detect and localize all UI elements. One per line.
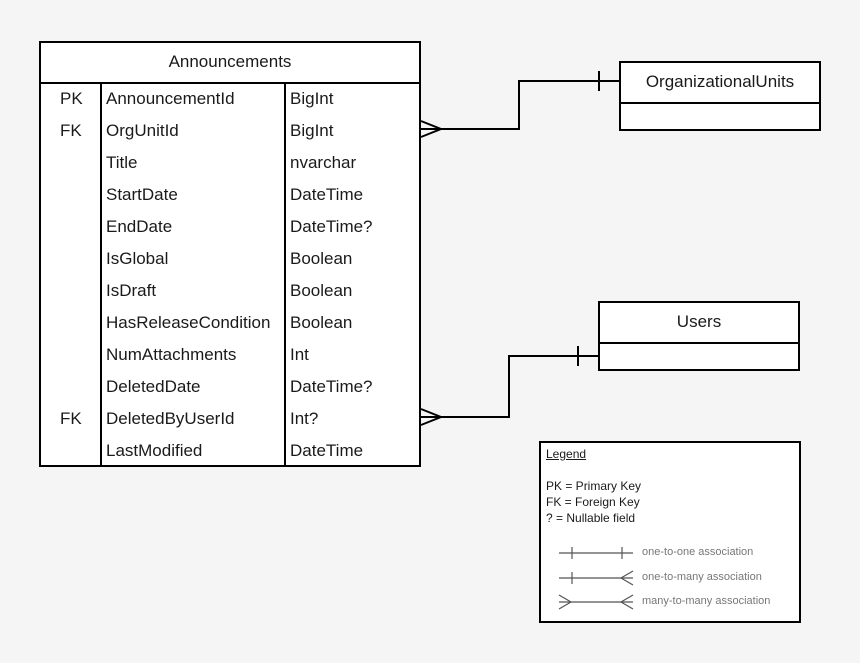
row-field-type: DateTime xyxy=(290,441,364,460)
connector-users xyxy=(420,346,598,426)
row-field-type: BigInt xyxy=(290,89,334,108)
organizational-units-title: OrganizationalUnits xyxy=(621,63,819,104)
row-field-name: OrgUnitId xyxy=(106,121,179,140)
connector-orgunit xyxy=(420,71,619,138)
users-table: Users xyxy=(598,301,800,371)
row-field-name: IsDraft xyxy=(106,281,157,300)
table-row: IsGlobal Boolean xyxy=(41,243,419,275)
table-row: PK AnnouncementId BigInt xyxy=(41,83,419,115)
row-field-type: DateTime? xyxy=(290,217,373,236)
legend-one-to-many-label: one-to-many association xyxy=(642,571,762,583)
legend-many-to-many-label: many-to-many association xyxy=(642,595,771,607)
row-field-type: Int? xyxy=(290,409,319,428)
many-marker-orgunit xyxy=(420,120,444,138)
row-field-name: IsGlobal xyxy=(106,249,169,268)
table-row: DeletedDate DateTime? xyxy=(41,371,419,403)
organizational-units-table: OrganizationalUnits xyxy=(619,61,821,131)
one-to-one-symbol xyxy=(559,547,633,559)
row-field-name: AnnouncementId xyxy=(106,89,235,108)
row-field-name: NumAttachments xyxy=(106,345,237,364)
row-field-name: EndDate xyxy=(106,217,173,236)
table-row: IsDraft Boolean xyxy=(41,275,419,307)
column-divider-key xyxy=(100,82,102,465)
row-field-type: BigInt xyxy=(290,121,334,140)
row-field-type: Int xyxy=(290,345,309,364)
row-field-name: LastModified xyxy=(106,441,203,460)
users-title: Users xyxy=(600,303,798,344)
legend-pk: PK = Primary Key xyxy=(546,479,642,493)
legend-title: Legend xyxy=(546,447,587,461)
row-key: FK xyxy=(60,409,82,428)
table-row: StartDate DateTime xyxy=(41,179,419,211)
row-field-type: DateTime? xyxy=(290,377,373,396)
many-to-many-symbol xyxy=(558,594,634,610)
table-row: LastModified DateTime xyxy=(41,435,419,467)
row-field-name: DeletedByUserId xyxy=(106,409,235,428)
table-row: Title nvarchar xyxy=(41,147,419,179)
row-field-name: StartDate xyxy=(106,185,178,204)
announcements-title: Announcements xyxy=(41,43,419,84)
row-key: PK xyxy=(60,89,83,108)
row-field-name: DeletedDate xyxy=(106,377,201,396)
legend-symbols xyxy=(558,547,634,610)
table-row: EndDate DateTime? xyxy=(41,211,419,243)
many-marker-users xyxy=(420,408,444,426)
row-field-type: Boolean xyxy=(290,249,353,268)
row-field-name: Title xyxy=(106,153,138,172)
row-field-name: HasReleaseCondition xyxy=(106,313,271,332)
column-divider-type xyxy=(284,82,286,465)
row-field-type: DateTime xyxy=(290,185,364,204)
legend-fk: FK = Foreign Key xyxy=(546,495,640,509)
table-row: FK DeletedByUserId Int? xyxy=(41,403,419,435)
table-row: NumAttachments Int xyxy=(41,339,419,371)
legend-box: Legend PK = Primary Key FK = Foreign Key… xyxy=(539,441,801,623)
table-row: HasReleaseCondition Boolean xyxy=(41,307,419,339)
table-row: FK OrgUnitId BigInt xyxy=(41,115,419,147)
row-key: FK xyxy=(60,121,82,140)
row-field-type: Boolean xyxy=(290,313,353,332)
one-to-many-symbol xyxy=(559,570,634,586)
row-field-type: nvarchar xyxy=(290,153,357,172)
legend-nullable: ? = Nullable field xyxy=(546,511,636,525)
legend-one-to-one-label: one-to-one association xyxy=(642,546,754,558)
row-field-type: Boolean xyxy=(290,281,353,300)
